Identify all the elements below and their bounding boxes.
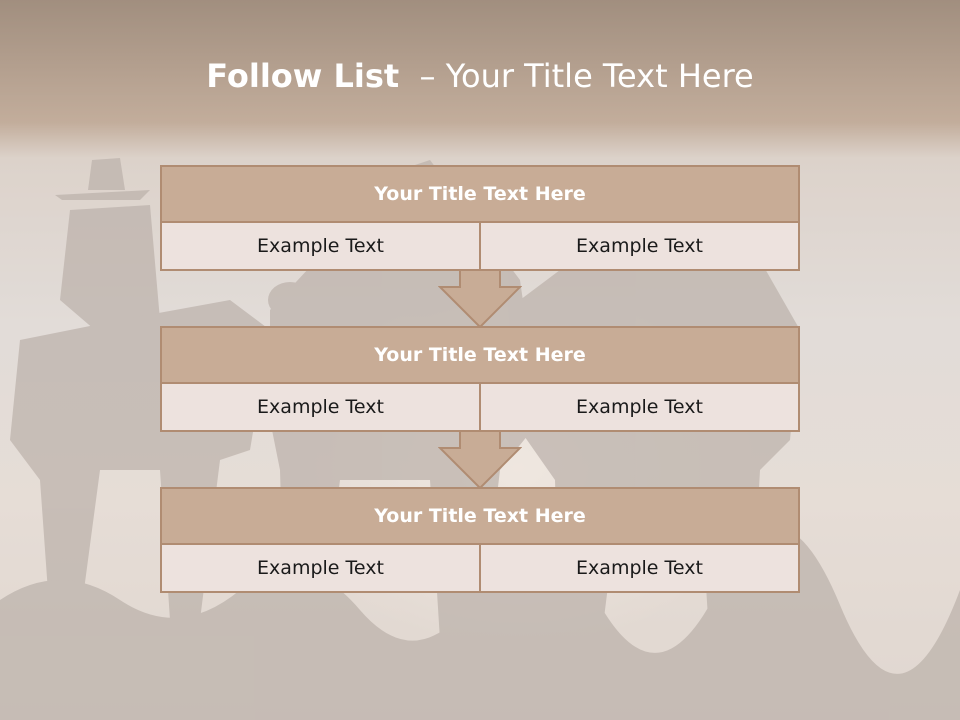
slide-title-bold: Follow List <box>206 57 400 95</box>
step-block-title: Your Title Text Here <box>160 165 800 223</box>
down-arrow-icon <box>438 431 522 489</box>
step-block-2: Your Title Text Here Example Text Exampl… <box>160 326 800 432</box>
down-arrow-icon <box>438 270 522 328</box>
step-block-3: Your Title Text Here Example Text Exampl… <box>160 487 800 593</box>
step-block-right-cell: Example Text <box>479 221 800 271</box>
slide-title-rest: – Your Title Text Here <box>399 57 754 95</box>
step-block-right-cell: Example Text <box>479 382 800 432</box>
step-block-right-cell: Example Text <box>479 543 800 593</box>
step-block-left-cell: Example Text <box>160 382 481 432</box>
step-block-title: Your Title Text Here <box>160 326 800 384</box>
slide-title: Follow List – Your Title Text Here <box>0 56 960 96</box>
step-block-left-cell: Example Text <box>160 543 481 593</box>
step-block-1: Your Title Text Here Example Text Exampl… <box>160 165 800 271</box>
step-block-title: Your Title Text Here <box>160 487 800 545</box>
step-block-left-cell: Example Text <box>160 221 481 271</box>
